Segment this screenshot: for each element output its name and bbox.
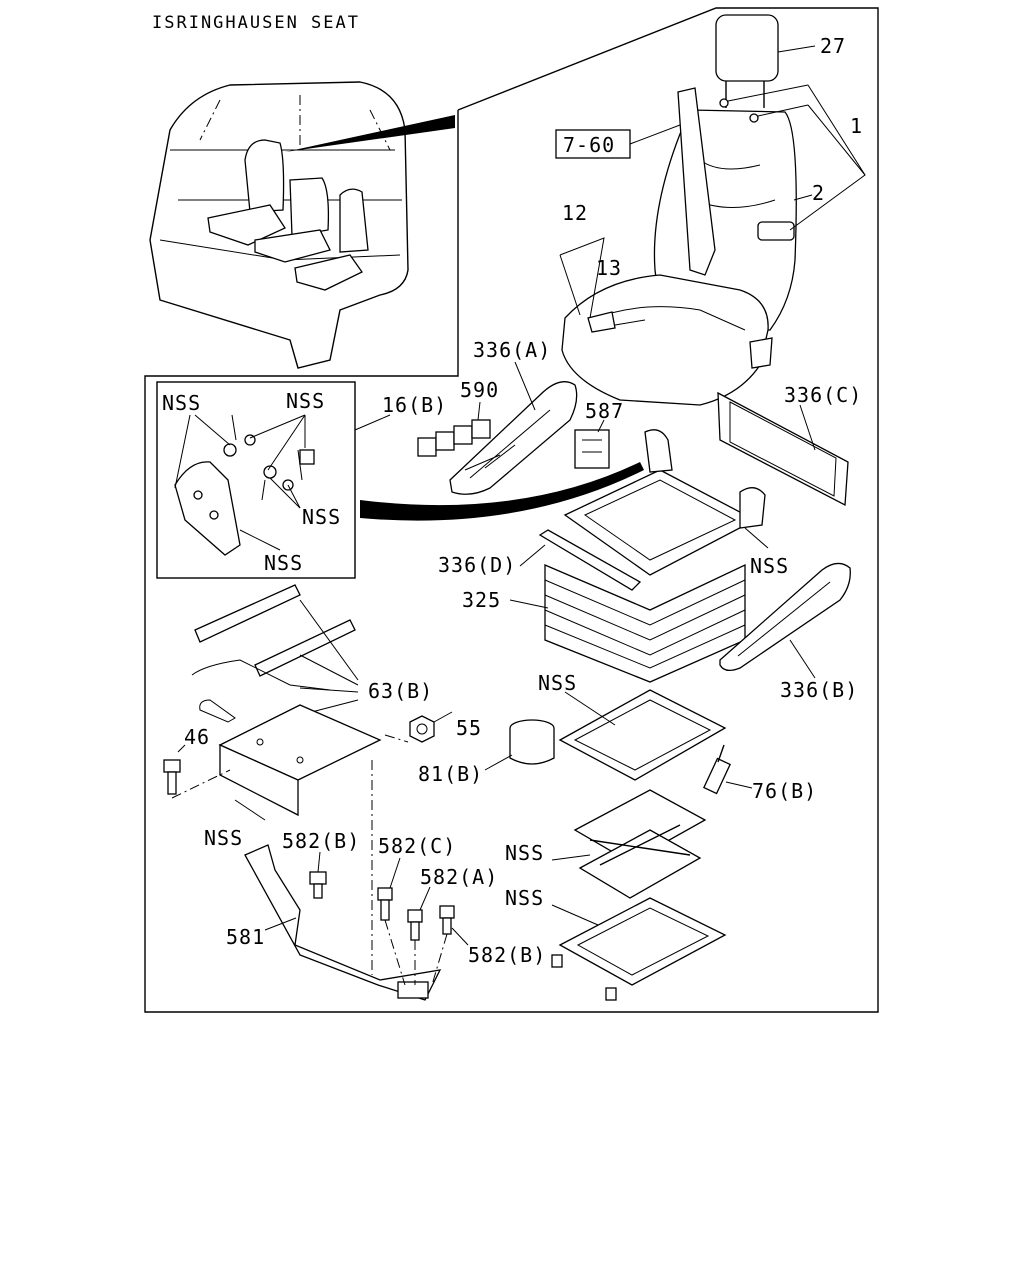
part-side-trim-b (719, 562, 851, 679)
label-81b: 81(B) (418, 762, 483, 786)
label-76b: 76(B) (752, 779, 817, 803)
label-nss-slide: NSS (505, 886, 544, 910)
label-7-60: 7-60 (563, 133, 615, 157)
label-587: 587 (585, 399, 624, 423)
part-back-panel (717, 391, 849, 507)
label-582b-2: 582(B) (468, 943, 546, 967)
label-55: 55 (456, 716, 482, 740)
label-16b: 16(B) (382, 393, 447, 417)
label-12: 12 (562, 201, 588, 225)
part-seat-cushion (559, 237, 773, 406)
part-slide-frame (551, 897, 727, 1001)
part-air-spring (484, 719, 555, 771)
label-582c: 582(C) (378, 834, 456, 858)
label-590: 590 (460, 378, 499, 402)
part-damper (703, 744, 753, 795)
ref-7-60 (555, 124, 681, 159)
mechanism-detail-box (156, 381, 391, 579)
callout-wedge (360, 462, 644, 521)
label-nss-frame: NSS (750, 554, 789, 578)
label-582a: 582(A) (420, 865, 498, 889)
label-nss-tr: NSS (286, 389, 325, 413)
part-nut (384, 711, 453, 743)
label-nss-base: NSS (538, 671, 577, 695)
part-rails (191, 584, 359, 723)
label-336c: 336(C) (784, 383, 862, 407)
part-side-trim-a (449, 361, 578, 495)
label-63b: 63(B) (368, 679, 433, 703)
label-nss-bot: NSS (264, 551, 303, 575)
part-headrest (715, 14, 816, 108)
label-336a: 336(A) (473, 338, 551, 362)
part-riser (244, 844, 442, 1001)
label-336b: 336(B) (780, 678, 858, 702)
label-nss-tl: NSS (162, 391, 201, 415)
label-2: 2 (812, 181, 825, 205)
label-46: 46 (184, 725, 210, 749)
label-1: 1 (850, 114, 863, 138)
label-nss-rail: NSS (204, 826, 243, 850)
diagram-title: ISRINGHAUSEN SEAT (152, 13, 360, 33)
part-bolt-46 (163, 744, 186, 795)
label-582b-1: 582(B) (282, 829, 360, 853)
main-frame (144, 7, 879, 1013)
part-bolts-582 (309, 851, 469, 986)
label-325: 325 (462, 588, 501, 612)
label-581: 581 (226, 925, 265, 949)
label-27: 27 (820, 34, 846, 58)
part-base-bracket (171, 704, 382, 975)
label-nss-scissor: NSS (505, 841, 544, 865)
label-336d: 336(D) (438, 553, 516, 577)
label-nss-mid: NSS (302, 505, 341, 529)
cab-view (149, 81, 455, 369)
part-knobs (417, 401, 491, 457)
label-13: 13 (596, 256, 622, 280)
part-scissor (551, 789, 707, 899)
part-seat-frame (519, 429, 769, 591)
part-switch (574, 419, 610, 469)
part-base-plate (558, 689, 727, 781)
